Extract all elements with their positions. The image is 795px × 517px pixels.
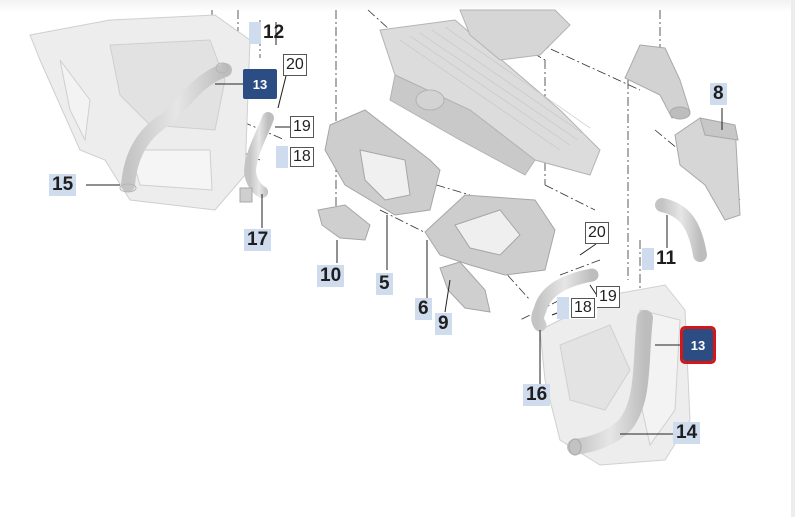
air-duct-8 [674, 117, 741, 221]
callout-20-lower[interactable]: 20 [585, 222, 609, 244]
callout-16[interactable]: 16 [523, 384, 551, 406]
callout-19-upper[interactable]: 19 [290, 116, 314, 138]
callout-17[interactable]: 17 [244, 229, 272, 251]
callout-9[interactable]: 9 [435, 313, 452, 335]
callout-20-upper[interactable]: 20 [283, 54, 307, 76]
callout-10[interactable]: 10 [317, 265, 345, 287]
callout-13-upper[interactable]: 13 [243, 69, 277, 99]
callout-18-lower[interactable]: 18 [557, 297, 597, 319]
front-frame-right [539, 284, 691, 466]
top-edge [0, 0, 795, 12]
bracket-9 [439, 261, 491, 313]
hose-17 [243, 112, 274, 198]
hose-14-end [568, 438, 582, 456]
callout-13-lower-selected[interactable]: 13 [680, 326, 716, 364]
air-duct-upper-right [624, 44, 691, 120]
air-guide-5 [324, 109, 441, 216]
hose-14 [567, 310, 653, 455]
callout-12[interactable]: 12 [249, 22, 288, 44]
callout-14[interactable]: 14 [673, 422, 701, 444]
clamp-17 [239, 187, 253, 203]
scrollbar[interactable] [791, 0, 795, 517]
callout-6[interactable]: 6 [415, 298, 432, 320]
callout-18-upper-label: 18 [290, 147, 314, 167]
callout-19-lower[interactable]: 19 [596, 286, 620, 308]
callout-18-lower-label: 18 [571, 298, 595, 318]
callout-15[interactable]: 15 [49, 174, 77, 196]
callout-18-upper[interactable]: 18 [276, 146, 316, 168]
callout-11[interactable]: 11 [642, 248, 680, 270]
hose-11 [655, 198, 707, 262]
hose-15-outline [119, 62, 229, 193]
hose-15 [121, 63, 232, 192]
callout-8[interactable]: 8 [710, 83, 727, 105]
callout-5[interactable]: 5 [376, 273, 393, 295]
intercooler [379, 9, 601, 176]
bracket-10 [317, 204, 371, 241]
front-frame-left [29, 14, 251, 211]
hose-16 [531, 268, 599, 332]
air-guide-6 [424, 194, 556, 276]
